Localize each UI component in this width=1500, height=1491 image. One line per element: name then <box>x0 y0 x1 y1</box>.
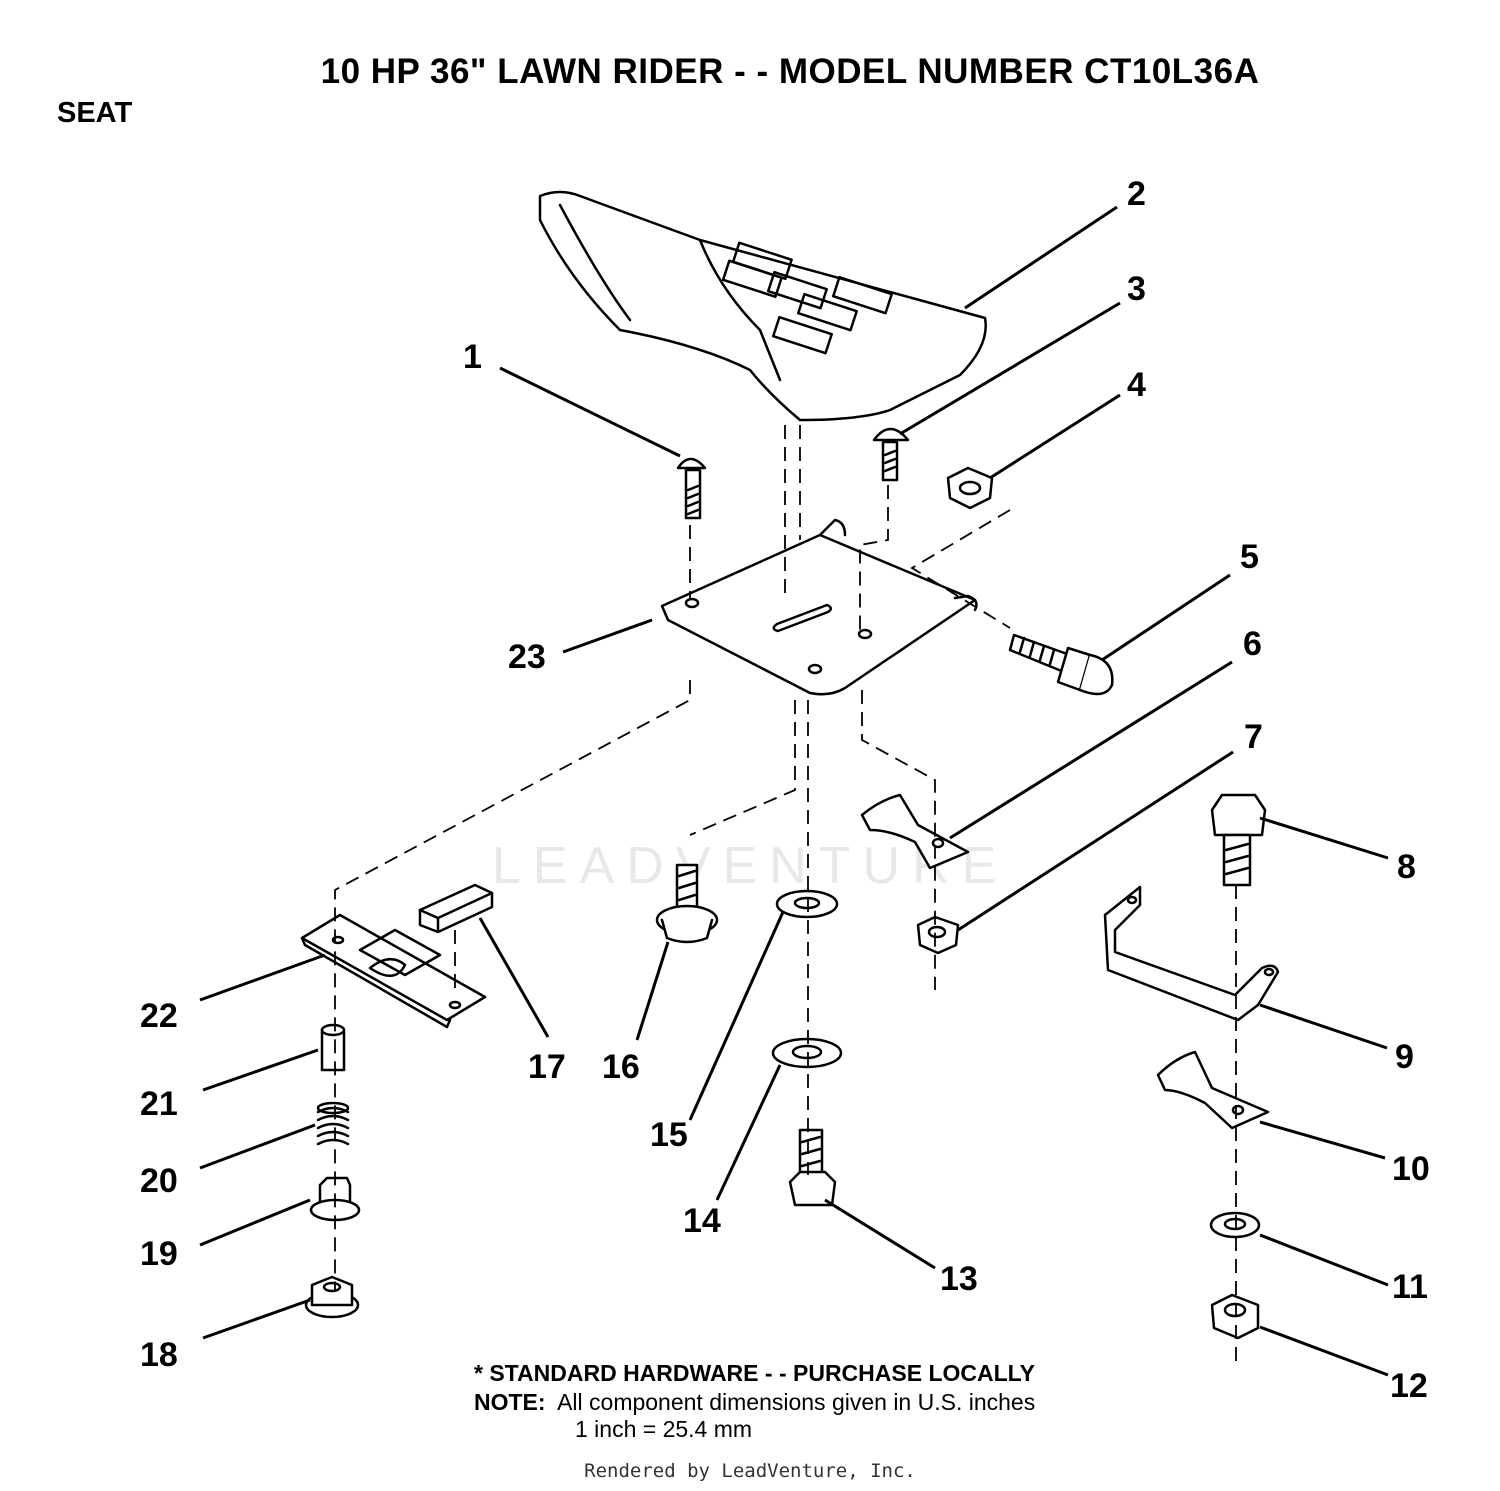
note-text: All component dimensions given in U.S. i… <box>545 1389 1036 1415</box>
clip <box>1156 1050 1270 1130</box>
callout-16: 16 <box>602 1048 640 1086</box>
pin <box>320 1023 346 1072</box>
callout-12: 12 <box>1390 1367 1428 1405</box>
callout-21: 21 <box>140 1085 178 1123</box>
callout-9: 9 <box>1395 1038 1414 1076</box>
callout-14: 14 <box>683 1202 721 1240</box>
hex-nut <box>946 466 994 510</box>
spring <box>316 1101 350 1146</box>
callout-1: 1 <box>463 338 482 376</box>
callout-17: 17 <box>528 1048 566 1086</box>
callout-5: 5 <box>1240 538 1259 576</box>
shoulder-bolt <box>1008 633 1114 696</box>
standard-hardware-note: * STANDARD HARDWARE - - PURCHASE LOCALLY <box>474 1360 1035 1386</box>
callout-labels: 1 2 3 4 5 6 7 8 9 10 11 12 13 14 15 16 1… <box>140 175 1430 1405</box>
seat-adjust-plate <box>300 913 487 1029</box>
hex-bolt <box>788 1128 837 1207</box>
callout-23: 23 <box>508 638 546 676</box>
note-label: NOTE: <box>474 1389 546 1415</box>
callout-19: 19 <box>140 1235 178 1273</box>
dimension-note: NOTE: All component dimensions given in … <box>474 1389 1035 1416</box>
diagram-title: 10 HP 36" LAWN RIDER - - MODEL NUMBER CT… <box>320 52 1260 91</box>
washer <box>771 1037 843 1069</box>
hex-bolt <box>1210 793 1267 887</box>
callout-13: 13 <box>940 1260 978 1298</box>
truss-bolt <box>872 427 910 482</box>
callout-11: 11 <box>1392 1268 1428 1306</box>
callout-6: 6 <box>1243 625 1262 663</box>
leader-lines <box>199 205 1389 1377</box>
assembly-lines <box>334 425 1237 1365</box>
seat <box>538 190 987 422</box>
callout-18: 18 <box>140 1336 178 1374</box>
carriage-bolt <box>676 457 707 520</box>
seat-bracket <box>1103 885 1280 1022</box>
section-label: SEAT <box>57 97 133 129</box>
flange-nut <box>304 1275 360 1319</box>
callout-8: 8 <box>1397 848 1416 886</box>
key <box>418 883 494 934</box>
spacer <box>309 1176 361 1222</box>
watermark: LEADVENTURE <box>492 837 1008 895</box>
callout-22: 22 <box>140 997 178 1035</box>
callout-2: 2 <box>1127 175 1146 213</box>
lock-nut <box>916 915 960 955</box>
callout-20: 20 <box>140 1162 178 1200</box>
clip <box>860 793 970 870</box>
seat-pan <box>660 518 978 696</box>
callout-4: 4 <box>1127 366 1146 404</box>
hex-nut <box>1210 1293 1260 1340</box>
callout-7: 7 <box>1244 718 1263 756</box>
callout-3: 3 <box>1127 270 1146 308</box>
footer-credit: Rendered by LeadVenture, Inc. <box>584 1460 916 1482</box>
conversion-note: 1 inch = 25.4 mm <box>575 1416 753 1442</box>
callout-15: 15 <box>650 1116 688 1154</box>
callout-10: 10 <box>1392 1150 1430 1188</box>
washer <box>1209 1211 1261 1239</box>
washer <box>775 889 839 919</box>
flange-bolt <box>655 863 719 944</box>
